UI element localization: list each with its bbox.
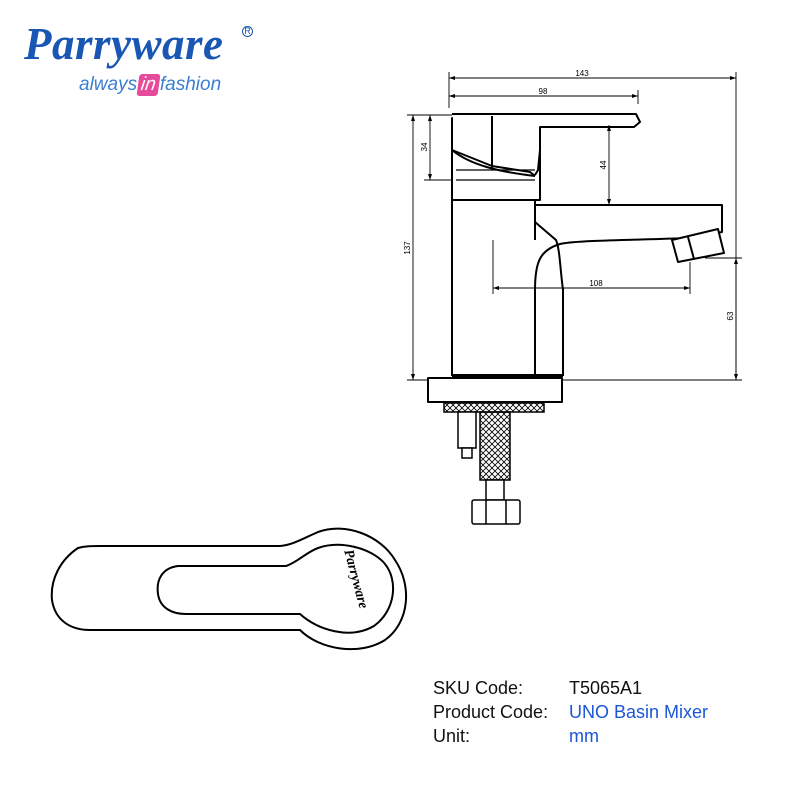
tagline-always: always	[79, 74, 138, 95]
dim-137-label: 137	[403, 241, 412, 255]
faucet-side-view	[427, 113, 725, 403]
unit-value: mm	[569, 726, 599, 746]
product-value: UNO Basin Mixer	[569, 702, 709, 722]
product-label: Product Code:	[433, 702, 549, 722]
dimension-arrows	[411, 76, 738, 380]
registered-mark: R	[242, 26, 253, 37]
dim-143-label: 143	[575, 69, 589, 78]
sku-value: T5065A1	[569, 678, 643, 698]
logo-wordmark: Parryware	[24, 19, 224, 69]
tagline-fashion: fashion	[159, 74, 222, 95]
faucet-top-view	[50, 527, 408, 651]
handle-logo-text: Parryware	[340, 548, 370, 610]
dim-34-label: 34	[420, 142, 429, 151]
sku-row: SKU Code: T5065A1	[433, 676, 763, 700]
dim-108-label: 108	[589, 279, 603, 288]
sku-label: SKU Code:	[433, 678, 524, 698]
dim-44-label: 44	[599, 160, 608, 169]
unit-label: Unit:	[433, 726, 471, 746]
product-info: SKU Code: T5065A1 Product Code: UNO Basi…	[433, 676, 763, 748]
dim-63-label: 63	[726, 311, 735, 320]
unit-row: Unit: mm	[433, 724, 763, 748]
dimension-lines	[407, 72, 742, 381]
dim-98-label: 98	[539, 87, 548, 96]
mounting-assembly	[443, 402, 545, 525]
product-row: Product Code: UNO Basin Mixer	[433, 700, 763, 724]
